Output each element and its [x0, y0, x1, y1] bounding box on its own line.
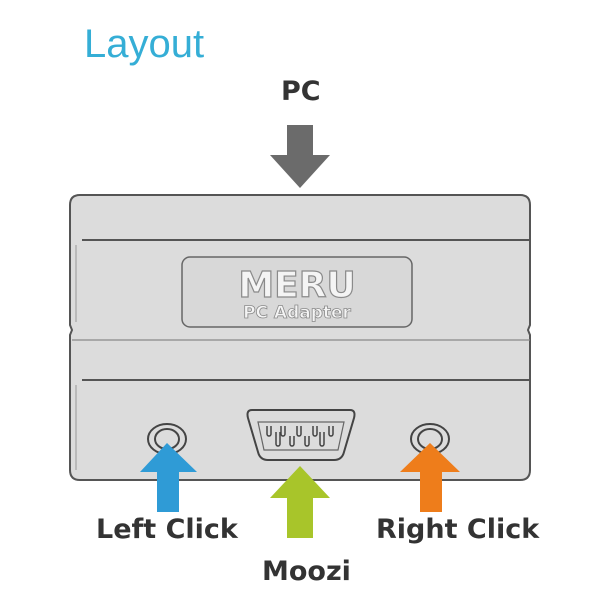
- brand-text: MERU: [238, 265, 355, 306]
- moozi-label: Moozi: [262, 556, 351, 587]
- db9-connector-icon: [246, 409, 356, 461]
- right-click-arrow-icon: [400, 443, 460, 512]
- right-click-label: Right Click: [376, 514, 540, 545]
- subtitle-text: PC Adapter: [243, 303, 351, 323]
- pc-label: PC: [281, 76, 321, 107]
- left-click-label: Left Click: [96, 514, 238, 545]
- moozi-arrow-icon: [270, 466, 330, 538]
- brand-plate: MERU PC Adapter: [181, 256, 413, 328]
- pc-arrow-icon: [270, 125, 330, 188]
- layout-title: Layout: [84, 22, 205, 66]
- left-click-arrow-icon: [140, 443, 197, 512]
